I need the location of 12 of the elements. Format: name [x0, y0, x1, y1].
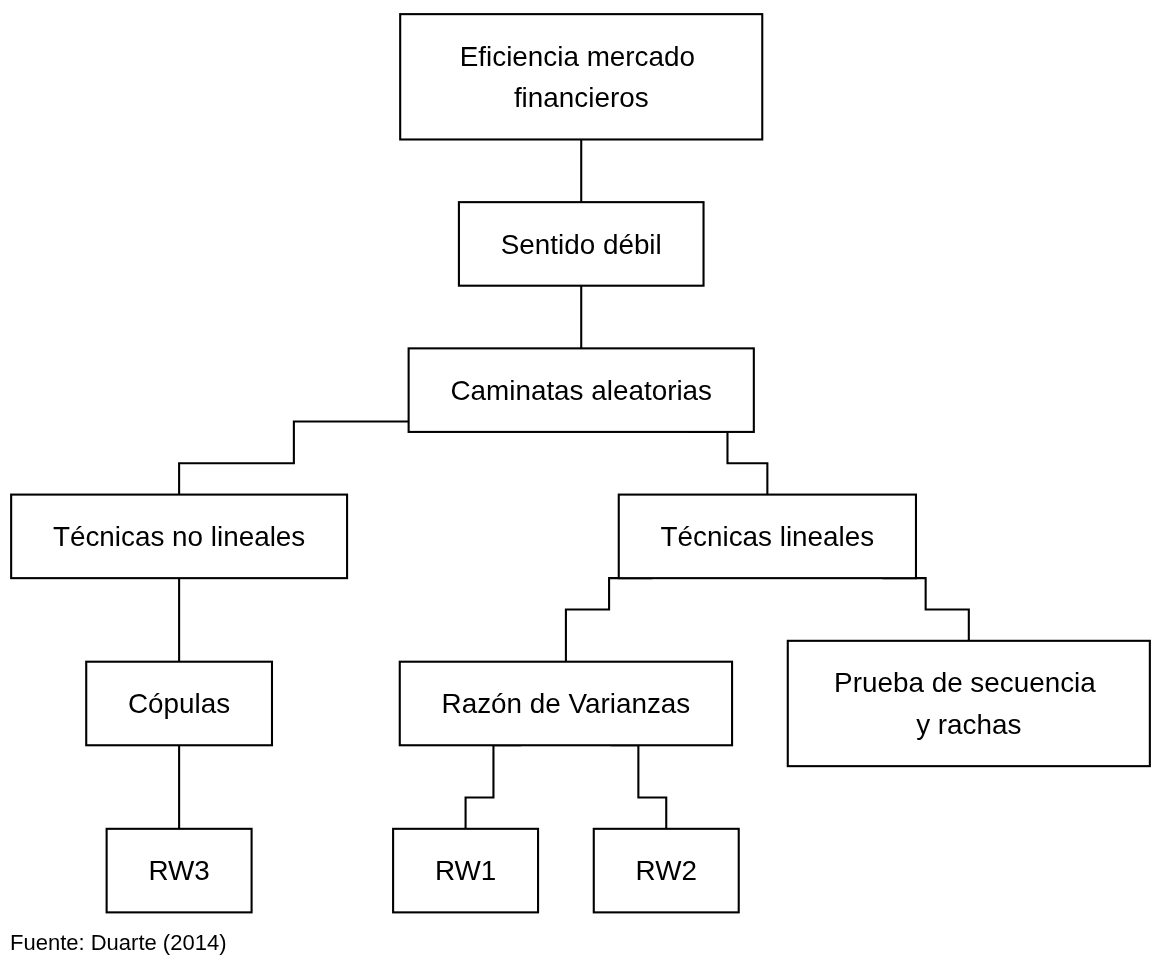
node-box: Sentido débil [457, 200, 705, 287]
node-box: Razón de Varianzas [398, 660, 734, 747]
node-box: Caminatas aleatorias [407, 347, 755, 433]
node-box: RW1 [392, 827, 540, 914]
node-box: Técnicas no lineales [10, 493, 349, 579]
node-box: Prueba de secuencia y rachas [786, 639, 1151, 767]
node-box: Cópulas [85, 660, 274, 747]
node-box: RW2 [592, 827, 740, 914]
node-box: Técnicas lineales [617, 493, 917, 579]
source-caption: Fuente: Duarte (2014) [9, 929, 228, 957]
node-box: RW3 [105, 827, 253, 914]
node-box: Eficiencia mercado financieros [399, 12, 764, 141]
